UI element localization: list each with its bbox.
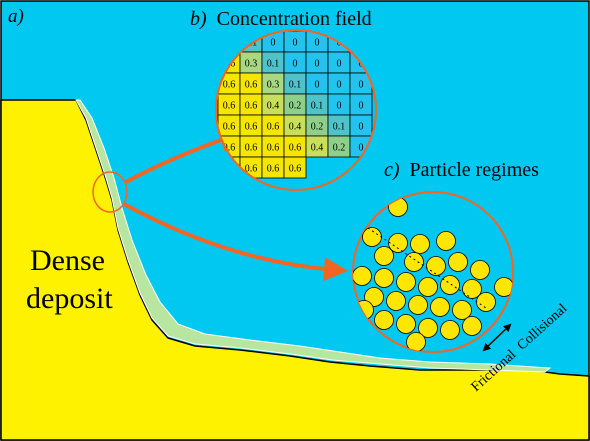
concentration-value: 0.4 <box>289 122 302 133</box>
particle <box>418 318 438 338</box>
particle <box>476 292 496 312</box>
concentration-field-inset: 0.1 0 0 0 0 0.6 0.3 0.1 0 0 0 0 0.6 0.6 0.3 0.1 0 0 0 0.6 0.… <box>215 29 377 191</box>
concentration-value: 0 <box>315 59 320 70</box>
concentration-value: 0.6 <box>223 122 236 133</box>
concentration-value: 0 <box>359 143 364 154</box>
particle <box>374 310 394 330</box>
panel-a-label: a) <box>8 6 24 27</box>
particle <box>404 252 424 272</box>
concentration-value: 0 <box>359 80 364 91</box>
particle <box>396 272 416 292</box>
particle <box>408 295 428 315</box>
dense-deposit <box>0 99 590 441</box>
concentration-value: 0 <box>359 101 364 112</box>
particle <box>494 277 513 297</box>
particle-regimes-inset <box>352 191 514 353</box>
slope-highlight-ring <box>92 171 128 213</box>
concentration-value: 0.2 <box>333 143 346 154</box>
concentration-value: 0.6 <box>267 143 280 154</box>
concentration-value: 0 <box>293 59 298 70</box>
concentration-value: 0.6 <box>223 80 236 91</box>
concentration-value: 0.6 <box>245 143 258 154</box>
concentration-value: 0 <box>337 59 342 70</box>
concentration-value: 0.2 <box>311 122 324 133</box>
deposit-label-line2: deposit <box>26 282 113 315</box>
concentration-value: 0.6 <box>223 143 236 154</box>
particle <box>430 297 450 317</box>
regime-double-arrow <box>482 323 512 352</box>
concentration-value: 0.2 <box>289 101 302 112</box>
concentration-value: 0.6 <box>289 164 302 175</box>
concentration-value: 0.6 <box>245 101 258 112</box>
arrow-to-concentration <box>125 128 244 184</box>
particle <box>396 314 416 334</box>
concentration-value: 0 <box>315 80 320 91</box>
concentration-cell <box>283 156 307 179</box>
particle <box>436 231 456 251</box>
particle <box>388 233 408 253</box>
particle <box>418 277 438 297</box>
arrow-to-particles <box>123 202 348 282</box>
concentration-value: 0.6 <box>267 164 280 175</box>
concentration-value: 0.1 <box>289 80 302 91</box>
concentration-value: 0 <box>293 38 298 49</box>
concentration-value: 0.3 <box>267 80 280 91</box>
particle <box>462 316 482 336</box>
particle <box>452 300 472 320</box>
concentration-value: 0 <box>337 80 342 91</box>
particle <box>362 227 382 247</box>
concentration-value: 0.1 <box>311 101 324 112</box>
flow-layer <box>75 99 552 373</box>
regime-divider <box>367 227 487 309</box>
concentration-value: 0.6 <box>289 143 302 154</box>
particle <box>426 256 446 276</box>
concentration-value: 0.6 <box>245 80 258 91</box>
particle <box>374 246 394 266</box>
concentration-value: 0 <box>315 38 320 49</box>
concentration-value: 0.4 <box>267 101 280 112</box>
particle <box>374 268 394 288</box>
concentration-value: 0 <box>271 38 276 49</box>
particle <box>386 291 406 311</box>
particle <box>353 266 372 286</box>
particle <box>448 252 468 272</box>
panel-c-title: c) Particle regimes <box>384 159 539 181</box>
concentration-value: 0.6 <box>267 122 280 133</box>
particle <box>470 260 490 280</box>
concentration-value: 0 <box>359 122 364 133</box>
concentration-value: 0.1 <box>333 122 346 133</box>
particle <box>440 275 460 295</box>
concentration-value: 0.6 <box>223 101 236 112</box>
concentration-value: 0.6 <box>245 164 258 175</box>
panel-b-title: b) Concentration field <box>190 8 372 30</box>
concentration-value: 0.1 <box>267 59 280 70</box>
particle <box>410 234 430 254</box>
deposit-label-line1: Dense <box>30 244 105 277</box>
particle <box>440 320 460 340</box>
concentration-value: 0.6 <box>245 122 258 133</box>
concentration-value: 0.3 <box>245 59 258 70</box>
concentration-value: 0.4 <box>311 143 324 154</box>
concentration-value: 0 <box>337 101 342 112</box>
